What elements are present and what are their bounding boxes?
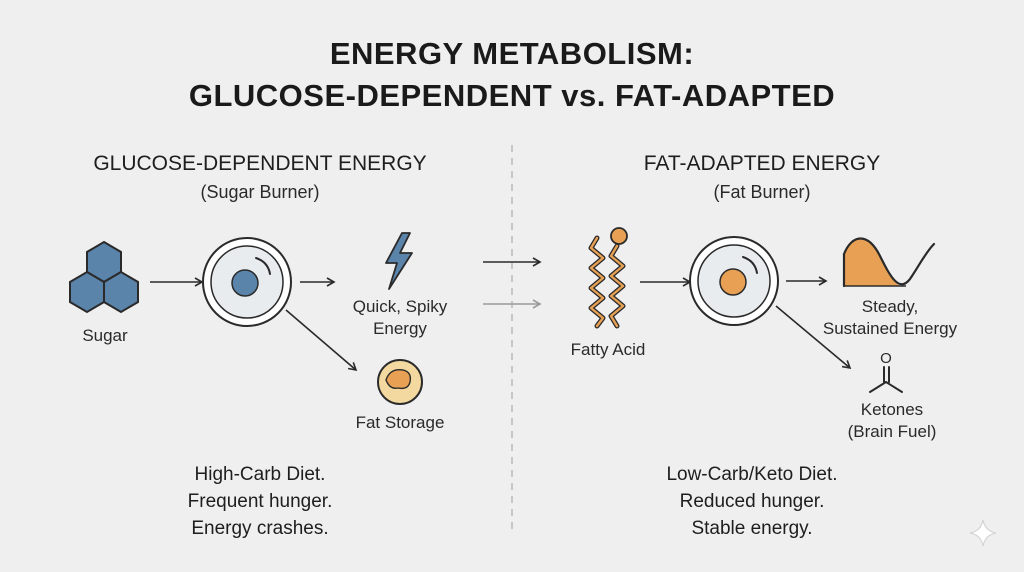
left-subheading: (Sugar Burner) bbox=[200, 182, 320, 202]
cell-icon-right bbox=[689, 236, 779, 326]
steady-energy-label-line-2: Sustained Energy bbox=[822, 319, 958, 338]
right-summary-line-1: Low-Carb/Keto Diet. bbox=[666, 464, 838, 485]
ketones-label-line-1: Ketones bbox=[860, 400, 924, 419]
arrow-cell-to-ketones bbox=[775, 305, 852, 370]
ketones-label-line-2: (Brain Fuel) bbox=[847, 422, 937, 441]
right-heading: FAT-ADAPTED ENERGY bbox=[643, 152, 881, 175]
arrow-cell-to-fat-storage bbox=[285, 309, 358, 372]
ketone-molecule-icon: O bbox=[869, 350, 903, 393]
fat-storage-label: Fat Storage bbox=[355, 413, 445, 432]
steady-energy-label-line-1: Steady, bbox=[861, 297, 919, 316]
quick-energy-label-line-1: Quick, Spiky bbox=[352, 297, 448, 316]
hexagon-molecule-icon bbox=[69, 240, 139, 314]
right-summary-line-3: Stable energy. bbox=[691, 518, 813, 539]
wave-energy-icon bbox=[842, 237, 936, 288]
svg-text:O: O bbox=[880, 350, 892, 367]
fat-droplet-icon bbox=[377, 359, 423, 405]
title-line-1: ENERGY METABOLISM: bbox=[329, 36, 695, 71]
right-subheading: (Fat Burner) bbox=[713, 182, 811, 202]
left-heading: GLUCOSE-DEPENDENT ENERGY bbox=[93, 152, 427, 175]
quick-energy-label-line-2: Energy bbox=[373, 319, 427, 338]
fatty-acid-label: Fatty Acid bbox=[570, 340, 646, 359]
sparkle-icon bbox=[969, 519, 997, 547]
lightning-bolt-icon bbox=[385, 232, 413, 290]
fatty-acid-chain-icon bbox=[588, 227, 628, 329]
title-line-2: GLUCOSE-DEPENDENT vs. FAT-ADAPTED bbox=[188, 78, 836, 113]
sugar-label: Sugar bbox=[82, 326, 128, 345]
left-summary-line-3: Energy crashes. bbox=[191, 518, 329, 539]
left-summary-line-2: Frequent hunger. bbox=[187, 491, 333, 512]
cell-icon-left bbox=[202, 237, 292, 327]
left-summary-line-1: High-Carb Diet. bbox=[194, 464, 326, 485]
right-summary-line-2: Reduced hunger. bbox=[679, 491, 825, 512]
